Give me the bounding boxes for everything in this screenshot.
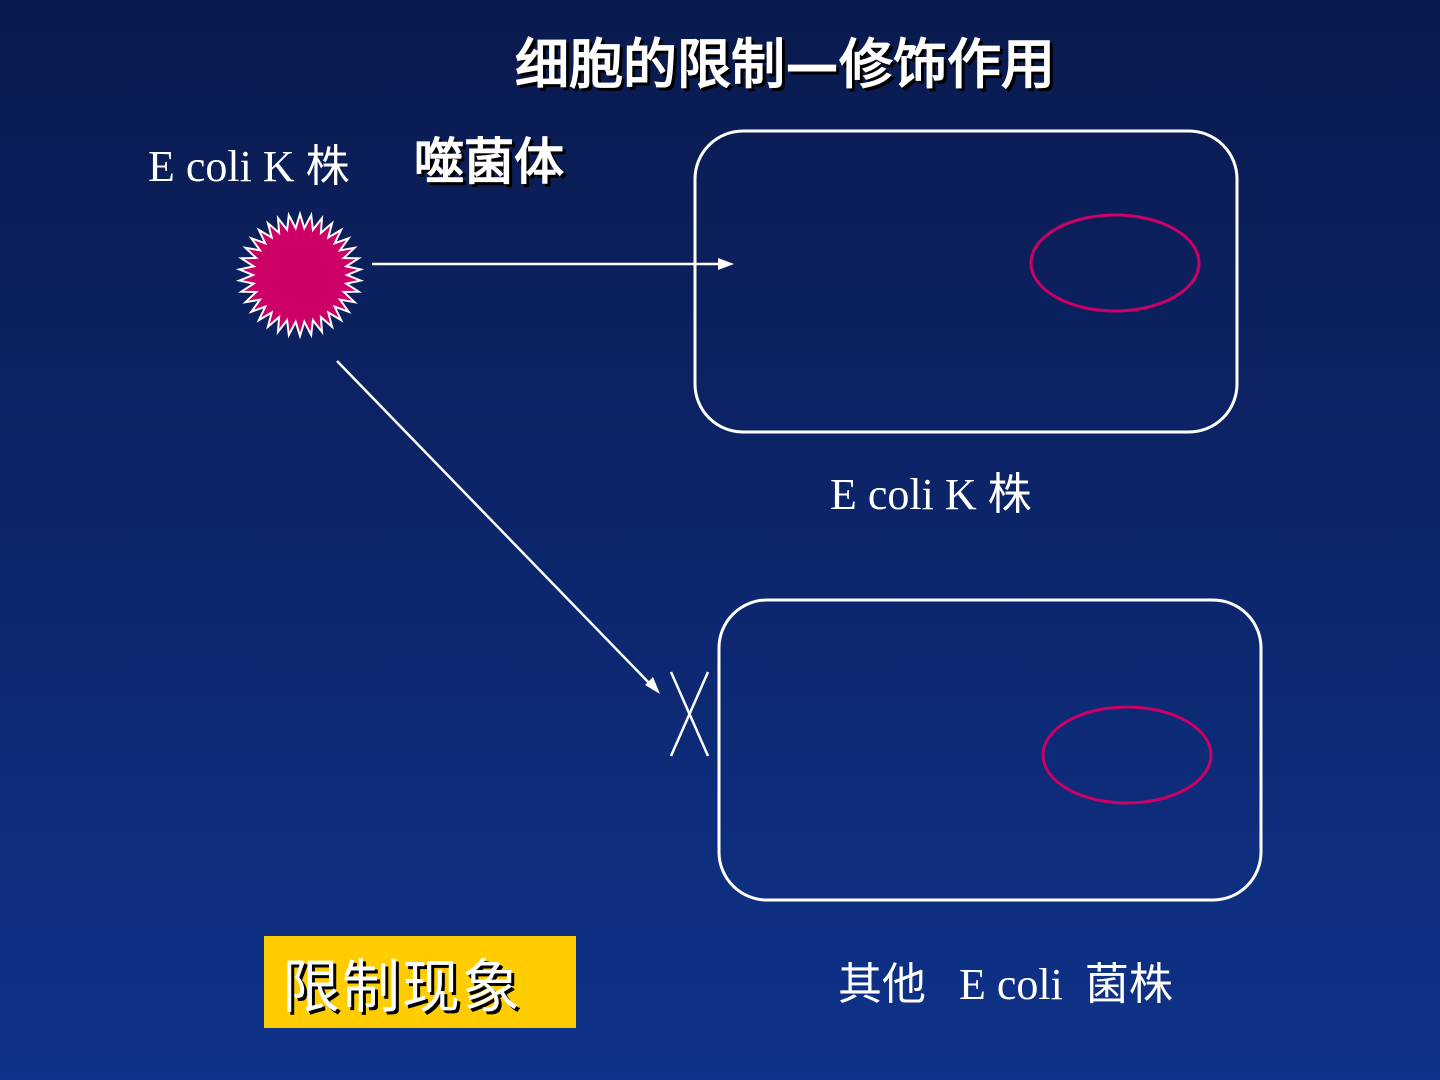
cell-other-label: 其他 E coli 菌株 [838,960,1173,1009]
cell-k-label: E coli K 株 [830,470,1032,519]
phage-label: 噬菌体 [414,133,564,191]
blocked-cross-icon [669,671,710,757]
phage-starburst-icon [235,210,365,340]
restriction-phenomenon-label: 限制现象 [282,953,523,1021]
arrow-to-k-cell [372,258,734,270]
arrow-head-icon [718,258,734,270]
arrow-head-icon [645,677,660,694]
page-title: 细胞的限制—修饰作用 [515,33,1055,96]
cell-other-e-coli [717,598,1263,902]
plasmid-ring [1041,705,1213,805]
restriction-phenomenon-badge: 限制现象 [264,936,576,1028]
arrow-to-other-cell [336,360,660,694]
plasmid-ring [1029,213,1201,313]
cell-body [693,129,1239,434]
cell-body [717,598,1263,902]
cell-e-coli-k [693,129,1239,434]
source-strain-label: E coli K 株 [148,142,350,191]
